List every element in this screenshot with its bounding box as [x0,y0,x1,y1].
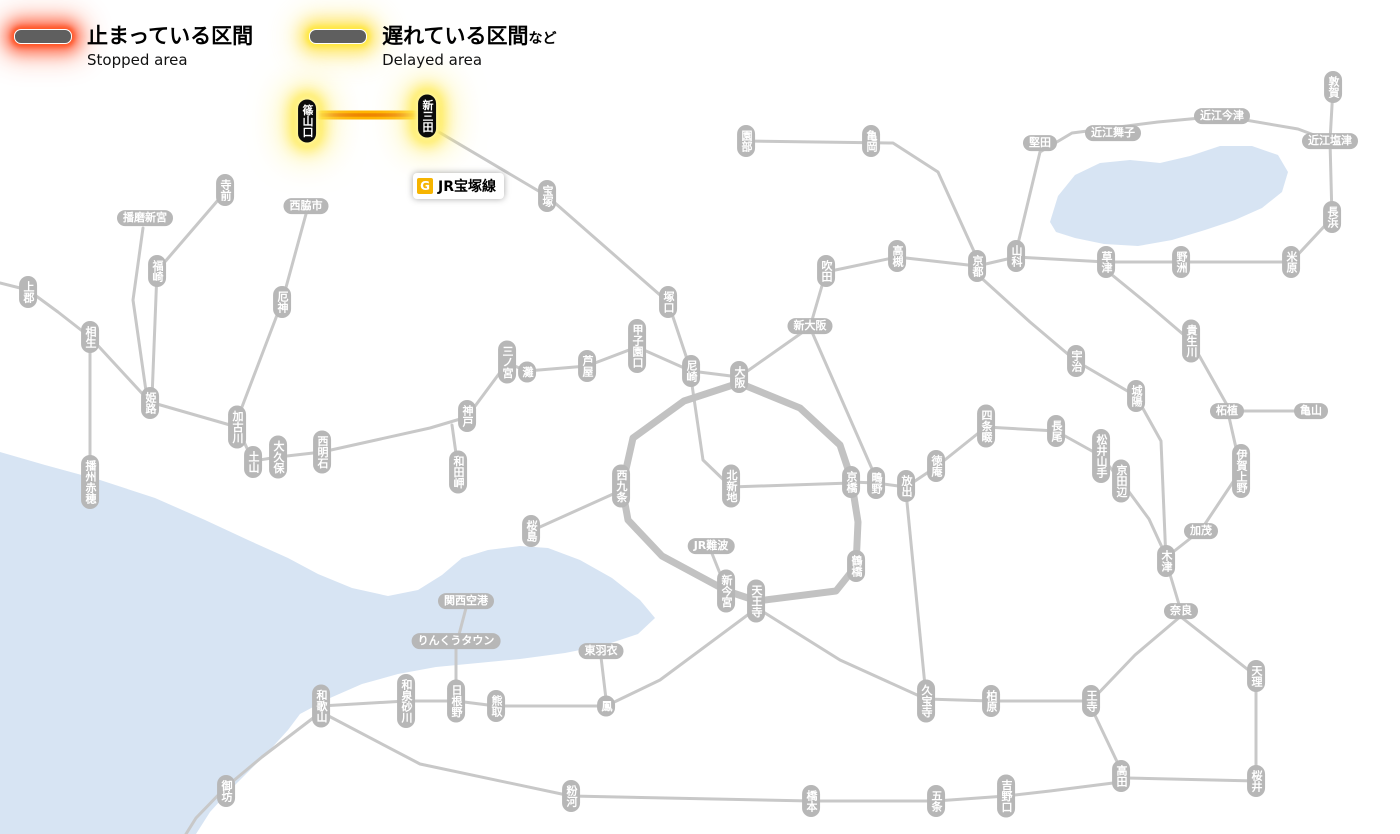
rail-line [904,490,928,698]
rail-line [319,710,1123,803]
line-g-icon: G [417,178,433,194]
rail-line [810,330,878,480]
legend-delayed-text: 遅れている区間など Delayed area [382,20,556,69]
rail-line [689,376,853,489]
legend-delayed-jp: 遅れている区間など [382,20,556,50]
rail-line [529,488,624,533]
water-area [1050,146,1288,246]
rail-line [430,126,693,373]
delayed-line-sample-icon [309,29,368,44]
rail-line [755,606,1183,703]
legend-delayed-jp-main: 遅れている区間 [382,24,529,48]
legend-stopped-text: 止まっている区間 Stopped area [87,20,253,69]
rail-line [1104,268,1229,407]
rail-line [737,255,1293,379]
stopped-line-sample-icon [14,29,72,44]
rail-line [150,190,227,400]
rail-line [1089,705,1123,772]
rail-line [235,212,308,422]
rail-line [599,655,608,701]
legend-delayed-en: Delayed area [382,51,483,69]
rail-line [450,423,460,470]
legend-stopped-en: Stopped area [87,51,188,69]
legend-delayed: 遅れている区間など Delayed area [309,20,556,69]
legend-stopped-jp: 止まっている区間 [87,24,254,48]
rail-line [849,425,1168,558]
rail-line [1014,114,1332,254]
rail-line [1166,415,1243,558]
line-label-text: JR宝塚線 [438,179,496,195]
line-label-jr-takarazuka: G JR宝塚線 [413,173,504,199]
rail-line [131,226,149,400]
water-area [0,452,655,834]
rail-line [0,281,741,463]
legend-delayed-jp-suffix: など [528,31,557,47]
osaka-loop-line [618,379,862,605]
rail-line [1125,615,1258,783]
rail-line [744,139,979,260]
legend: 止まっている区間 Stopped area 遅れている区間など Delayed … [14,20,556,69]
legend-stopped: 止まっている区間 Stopped area [14,20,253,69]
rail-line [1289,86,1335,264]
